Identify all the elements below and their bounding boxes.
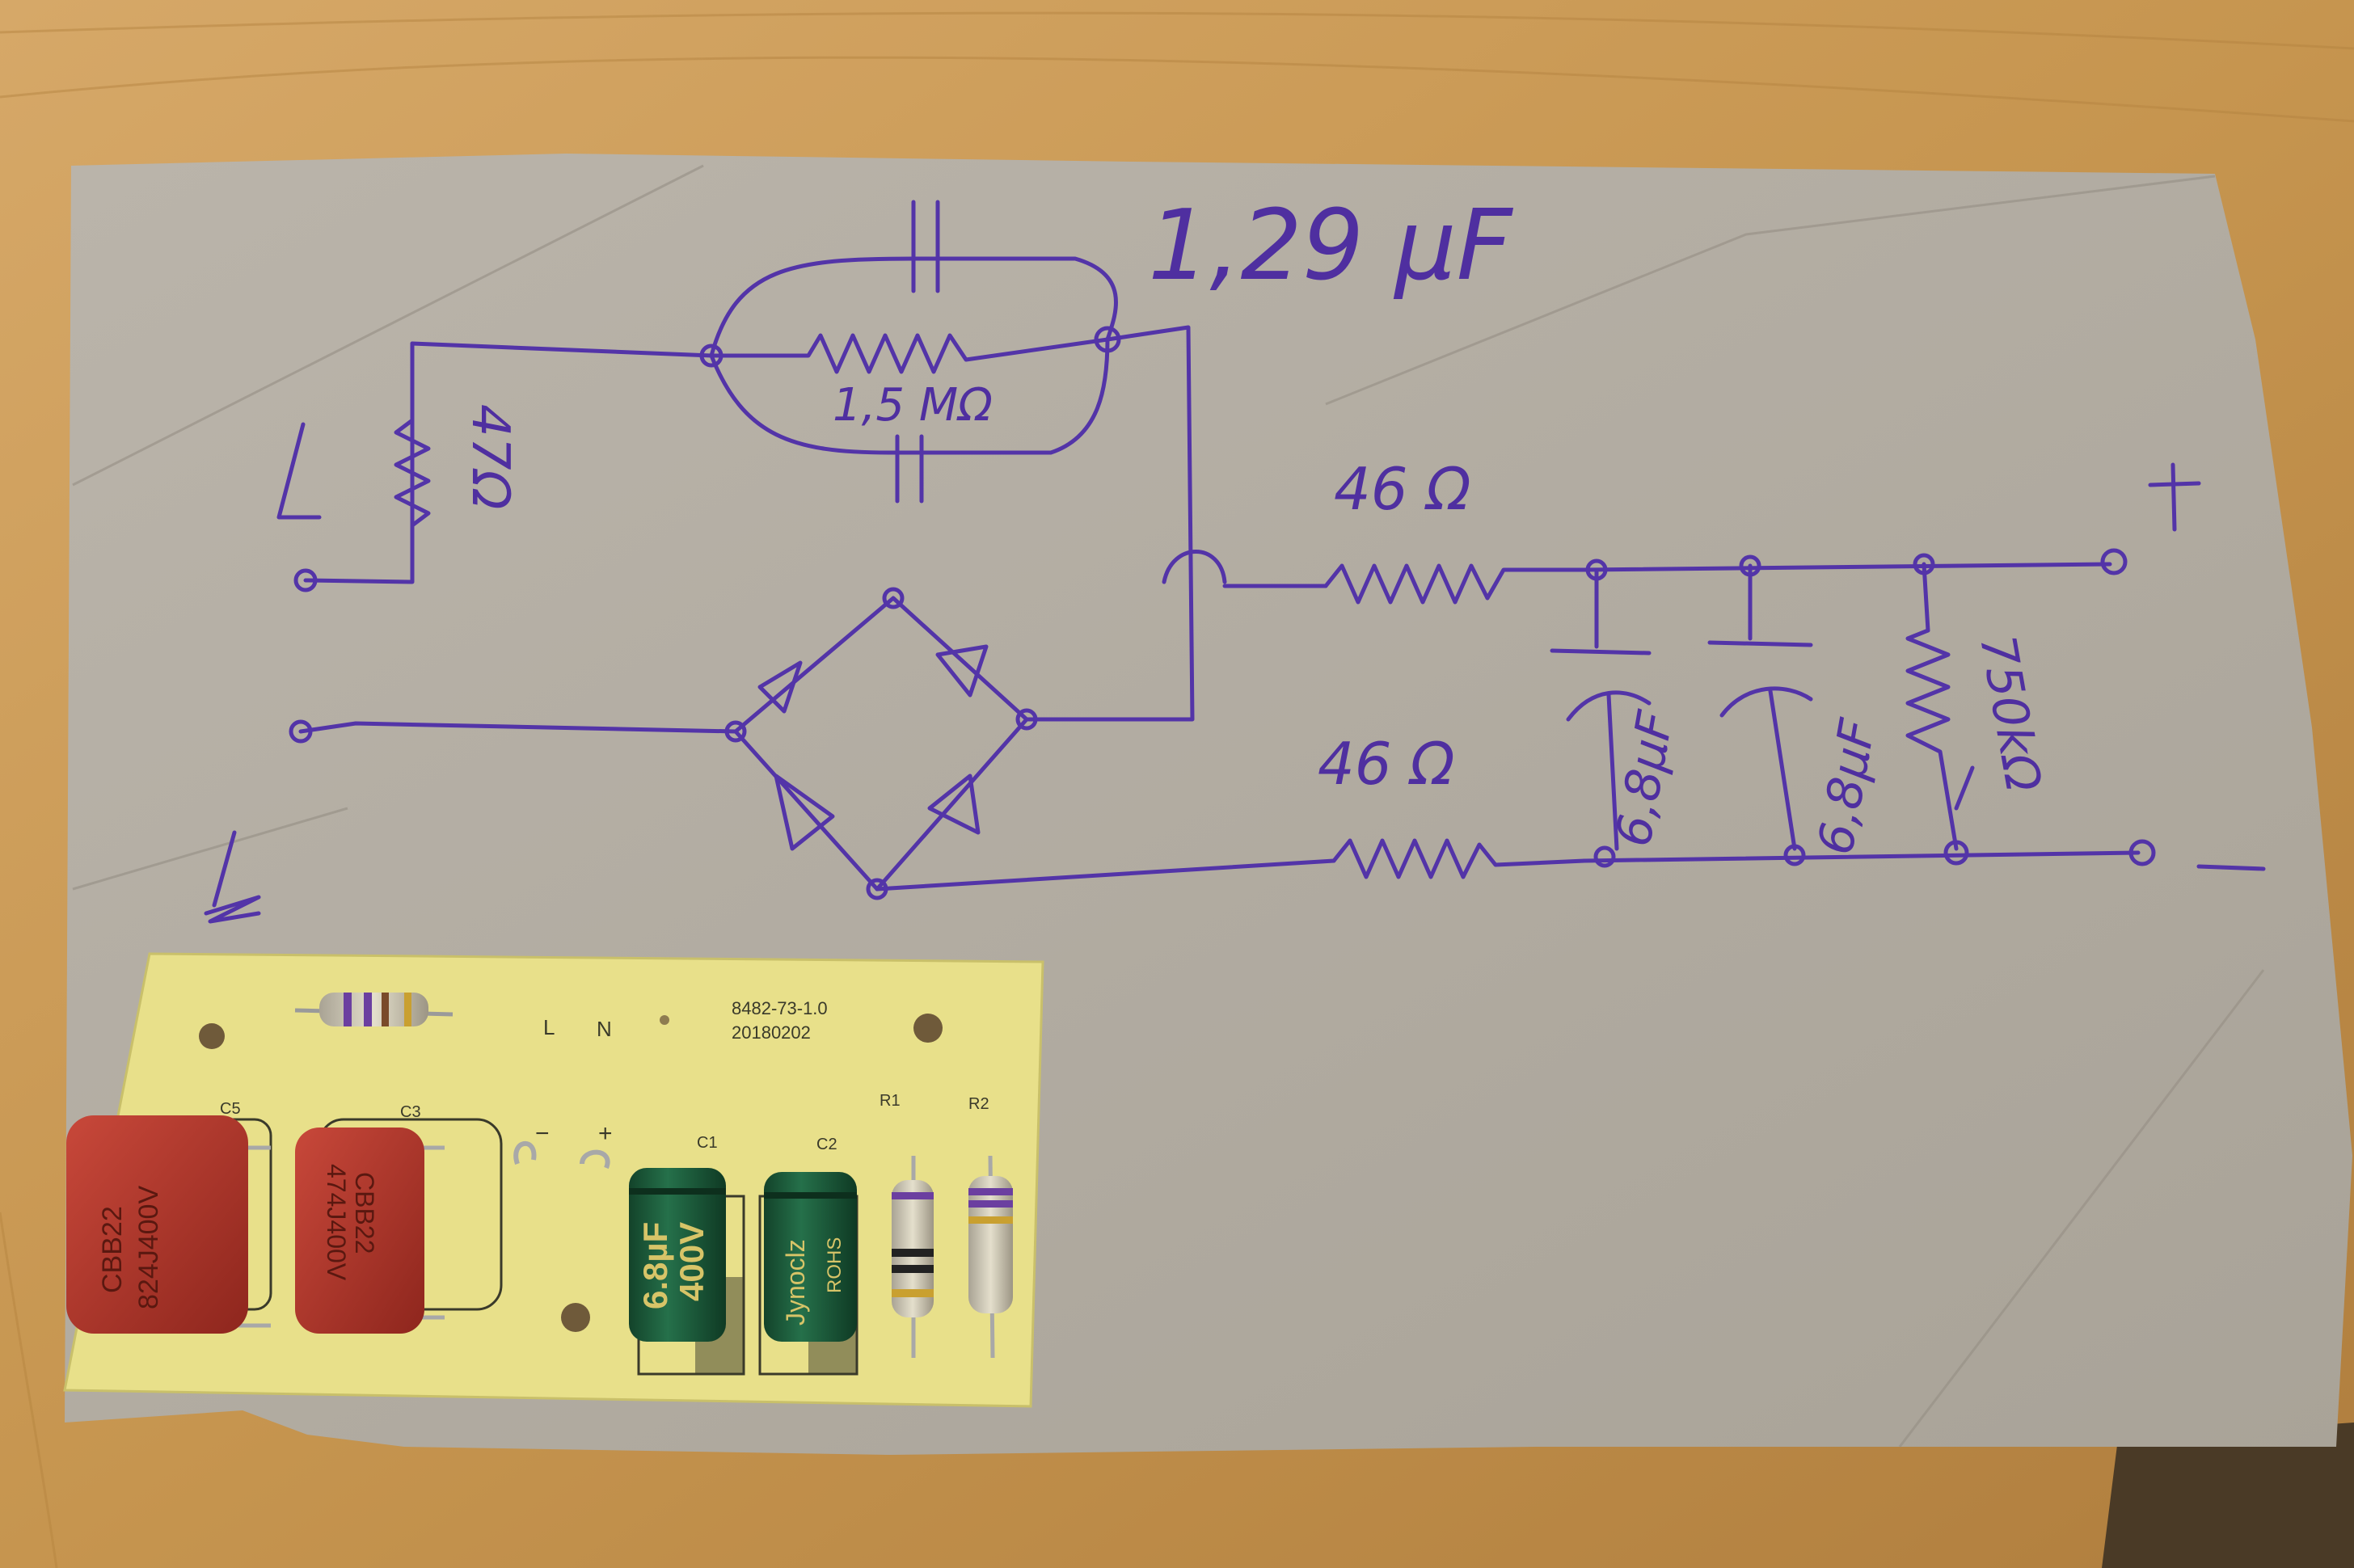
pcb-ref-c1: C1 xyxy=(697,1134,718,1152)
label-resistor-pos: 46 Ω xyxy=(1334,455,1471,523)
pcb-ref-c2: C2 xyxy=(816,1136,837,1153)
film-cap-c3-text-1: CBB22 xyxy=(350,1172,379,1254)
cardboard-fold-lines xyxy=(72,164,2265,1448)
pcb-ref-c5: C5 xyxy=(220,1100,241,1118)
film-cap-c5-text-1: CBB22 xyxy=(97,1206,128,1293)
pcb-label-n: N xyxy=(597,1017,612,1041)
elcap-c1-value: 6.8µF xyxy=(636,1222,674,1309)
pcb-polarity-minus: − xyxy=(535,1120,550,1147)
electrolytic-capacitor-c1: 6.8µF 400V xyxy=(629,1168,726,1342)
electrolytic-capacitor-c2: Jynoclz ROHS xyxy=(764,1172,857,1342)
pcb-part-no: 8482-73-1.0 xyxy=(732,998,828,1018)
elcap-c2-rohs: ROHS xyxy=(824,1237,846,1293)
pcb-label-l: L xyxy=(543,1015,555,1039)
film-cap-c3-text-2: 474J400V xyxy=(322,1164,351,1281)
pcb-resistor-top xyxy=(294,993,454,1026)
pcb-polarity-plus: + xyxy=(598,1120,613,1147)
resistor-r2 xyxy=(968,1155,1013,1359)
elcap-c1-voltage: 400V xyxy=(673,1222,711,1301)
film-capacitor-c3: CBB22 474J400V xyxy=(295,1128,445,1334)
label-resistor-neg: 46 Ω xyxy=(1318,730,1455,798)
elcap-c2-brand: Jynoclz xyxy=(781,1239,810,1326)
pcb-ref-r1: R1 xyxy=(880,1092,901,1110)
label-series-resistor-left: 47Ω xyxy=(460,404,520,509)
film-capacitor-c5: CBB22 824J400V xyxy=(66,1115,271,1334)
film-cap-c5-text-2: 824J400V xyxy=(133,1186,164,1309)
table-edge-shadow xyxy=(2102,1423,2354,1568)
resistor-r1 xyxy=(892,1156,934,1358)
pcb-ref-r2: R2 xyxy=(968,1095,989,1113)
pcb-date: 20180202 xyxy=(732,1022,811,1043)
pcb-hole xyxy=(199,1023,225,1049)
label-top-capacitance: 1,29 µF xyxy=(1148,190,1514,302)
pcb-hole xyxy=(561,1303,590,1332)
label-parallel-resistor: 1,5 MΩ xyxy=(833,379,993,432)
pcb-hole xyxy=(913,1014,943,1043)
pcb-ref-c3: C3 xyxy=(400,1103,421,1121)
hand-drawn-schematic: 1,29 µF 1,5 MΩ 47Ω 46 Ω 46 Ω 6,8µF 6,8µF… xyxy=(204,190,2266,924)
